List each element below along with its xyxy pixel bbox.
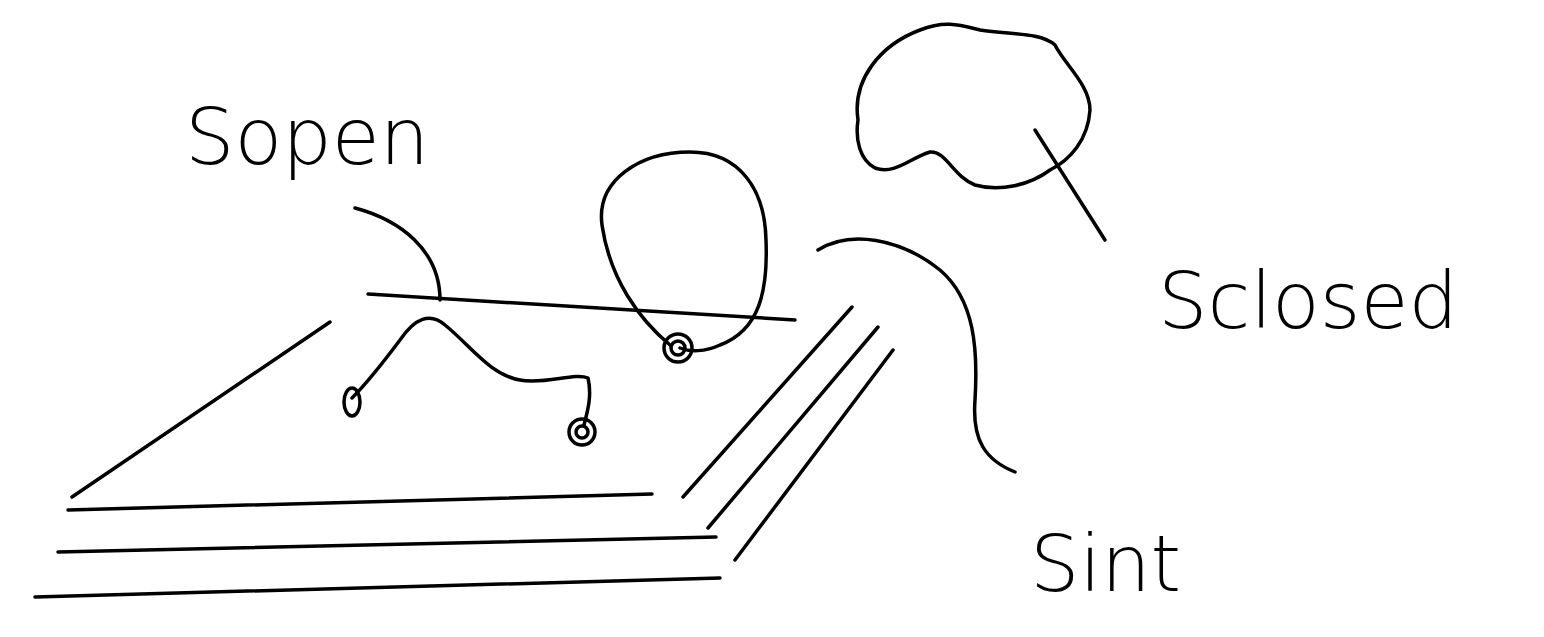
string-endpoint: [569, 419, 595, 445]
string-endpoint: [344, 388, 360, 416]
string-endpoint: [664, 334, 692, 362]
plane-edge: [35, 578, 720, 597]
string-label: Sint: [1030, 525, 1181, 603]
leader-line: [818, 239, 1015, 472]
string-label: Sclosed: [1158, 262, 1458, 340]
leader-line: [355, 208, 440, 300]
plane-edge: [72, 322, 330, 497]
plane-edge: [68, 494, 652, 510]
string-label: Sopen: [185, 98, 429, 176]
closed-string-loop: [601, 152, 766, 351]
leader-line: [368, 294, 795, 320]
plane-edge: [58, 537, 716, 552]
plane-edge: [683, 307, 852, 497]
string-endpoint: [576, 426, 588, 438]
plane-edge: [708, 327, 878, 528]
open-string: [352, 318, 590, 425]
string-endpoint: [671, 341, 685, 355]
plane-edge: [735, 350, 893, 560]
leader-line: [1035, 130, 1105, 240]
